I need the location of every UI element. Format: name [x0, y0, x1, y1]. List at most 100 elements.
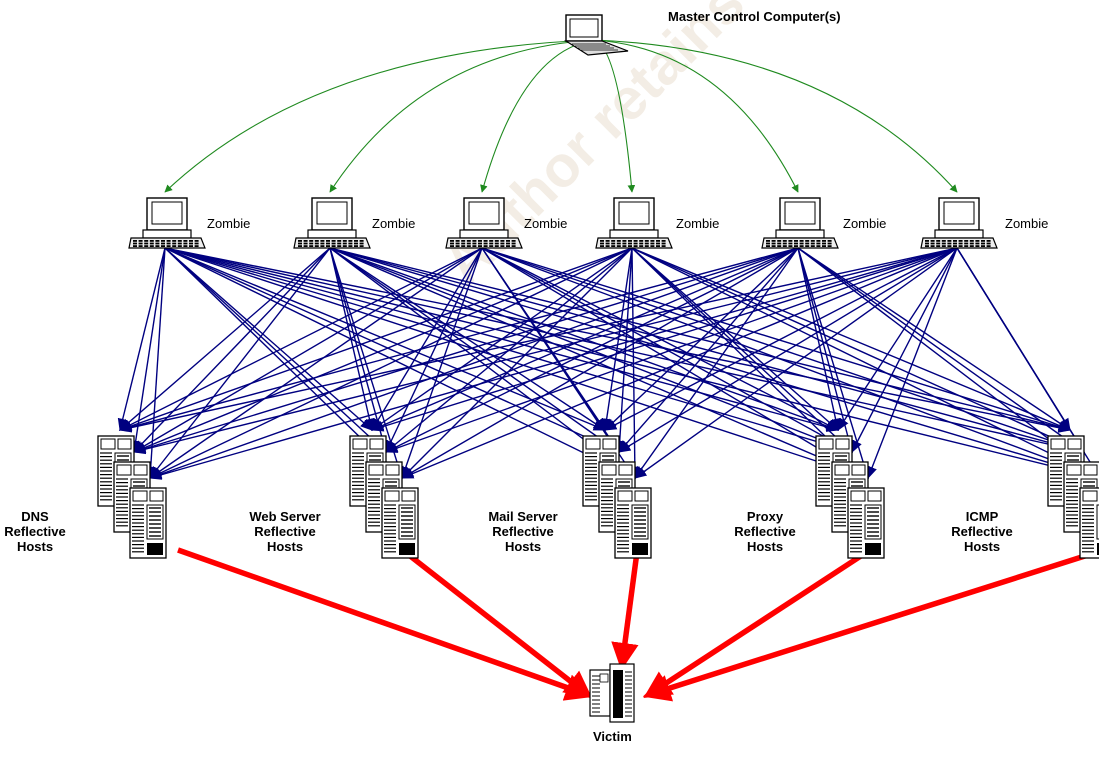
attack-arrow [617, 247, 958, 453]
reflector-label-dns: DNS Reflective Hosts [2, 509, 68, 554]
attack-arrow [132, 247, 958, 455]
attack-arrow [329, 247, 1086, 454]
reflection-arrow [177, 547, 594, 701]
attack-arrow [164, 247, 637, 479]
reflector-label-line: Reflective [254, 524, 316, 539]
master-label: Master Control Computer(s) [668, 9, 841, 24]
attack-arrow [164, 247, 621, 453]
attack-arrow [132, 247, 799, 454]
laptop-icon [563, 14, 629, 56]
reflector-label-line: Reflective [734, 524, 796, 539]
attack-arrow [384, 247, 799, 453]
reflector-label-line: Mail Server [488, 509, 558, 524]
attack-arrow [132, 247, 633, 453]
attack-arrow [851, 247, 958, 454]
attack-arrow [118, 247, 799, 432]
zombie-label-1: Zombie [207, 216, 251, 231]
attack-arrow [481, 247, 840, 431]
attack-arrow [603, 247, 958, 431]
workstation-icon [128, 197, 206, 249]
control-arrows [164, 39, 958, 193]
attack-arrow [148, 247, 483, 479]
reflection-arrows [177, 547, 1089, 702]
reflector-label-line: Hosts [504, 539, 542, 554]
attack-arrow [132, 247, 483, 453]
attack-arrow [385, 247, 483, 454]
attack-arrow [400, 247, 799, 479]
attack-arrow [148, 247, 799, 479]
attack-arrow [119, 247, 331, 431]
attack-arrow [329, 247, 607, 431]
reflection-arrow [642, 552, 1089, 702]
attack-arrow [631, 247, 1086, 453]
reflector-label-line: Reflective [492, 524, 554, 539]
attack-arrow [481, 247, 854, 453]
attack-arrow [370, 247, 958, 432]
control-arrow [594, 39, 958, 193]
devices [97, 14, 1099, 723]
workstation-icon [445, 197, 523, 249]
attack-arrow [164, 247, 1099, 481]
control-arrow [329, 39, 596, 193]
server-icon [614, 487, 652, 559]
workstation-icon [761, 197, 839, 249]
reflector-label-line: Reflective [951, 524, 1013, 539]
zombie-label-6: Zombie [1005, 216, 1049, 231]
attack-arrow [631, 247, 839, 431]
reflector-label-icmp: ICMP Reflective Hosts [942, 509, 1022, 554]
attack-arrow [371, 247, 483, 432]
zombie-label-4: Zombie [676, 216, 720, 231]
attack-arrow [164, 247, 1086, 455]
workstation-icon [293, 197, 371, 249]
attack-arrow [164, 247, 1072, 433]
reflection-arrow [643, 549, 869, 699]
attack-arrow [481, 247, 1086, 454]
reflector-label-line: Proxy [746, 509, 784, 524]
reflector-label-line: Hosts [963, 539, 1001, 554]
attack-arrow [867, 247, 958, 480]
attack-arrow [481, 247, 870, 479]
attack-arrow [118, 247, 483, 431]
control-arrow [480, 39, 596, 193]
zombie-label-3: Zombie [524, 216, 568, 231]
attack-arrow [329, 247, 621, 453]
attack-arrow [149, 247, 331, 479]
reflector-label-line: Hosts [266, 539, 304, 554]
attack-arrow [384, 247, 958, 453]
reflection-arrow [403, 549, 593, 699]
attack-arrow [481, 247, 1072, 432]
attack-arrow [145, 247, 166, 480]
attack-arrow [634, 247, 799, 480]
attack-arrow [618, 247, 799, 453]
attack-arrow [148, 247, 633, 479]
attack-arrow [164, 247, 373, 431]
victim-server-icon [589, 663, 635, 723]
attack-arrow [401, 247, 633, 479]
victim-label: Victim [593, 729, 632, 744]
attack-arrow [118, 247, 633, 431]
reflector-label-line: Hosts [746, 539, 784, 554]
control-arrow [164, 39, 596, 193]
attack-arrow [400, 247, 958, 479]
attack-arrow [614, 247, 633, 454]
reflection-arrow [611, 551, 640, 671]
zombie-label-2: Zombie [372, 216, 416, 231]
attack-arrow [164, 247, 387, 453]
reflector-label-proxy: Proxy Reflective Hosts [720, 509, 810, 554]
control-arrow [594, 39, 799, 193]
attack-arrow [400, 247, 483, 480]
zombie-label-5: Zombie [843, 216, 887, 231]
reflector-label-web: Web Server Reflective Hosts [240, 509, 330, 554]
attack-arrow [118, 247, 958, 433]
attack-arrow [130, 247, 166, 454]
reflector-label-line: Hosts [16, 539, 54, 554]
reflector-label-line: DNS [21, 509, 49, 524]
server-icon [1079, 487, 1099, 559]
server-icon [847, 487, 885, 559]
attack-arrow [329, 247, 1072, 433]
server-icon [129, 487, 167, 559]
reflector-label-line: ICMP [965, 509, 999, 524]
workstation-icon [595, 197, 673, 249]
attack-arrow [633, 247, 958, 479]
